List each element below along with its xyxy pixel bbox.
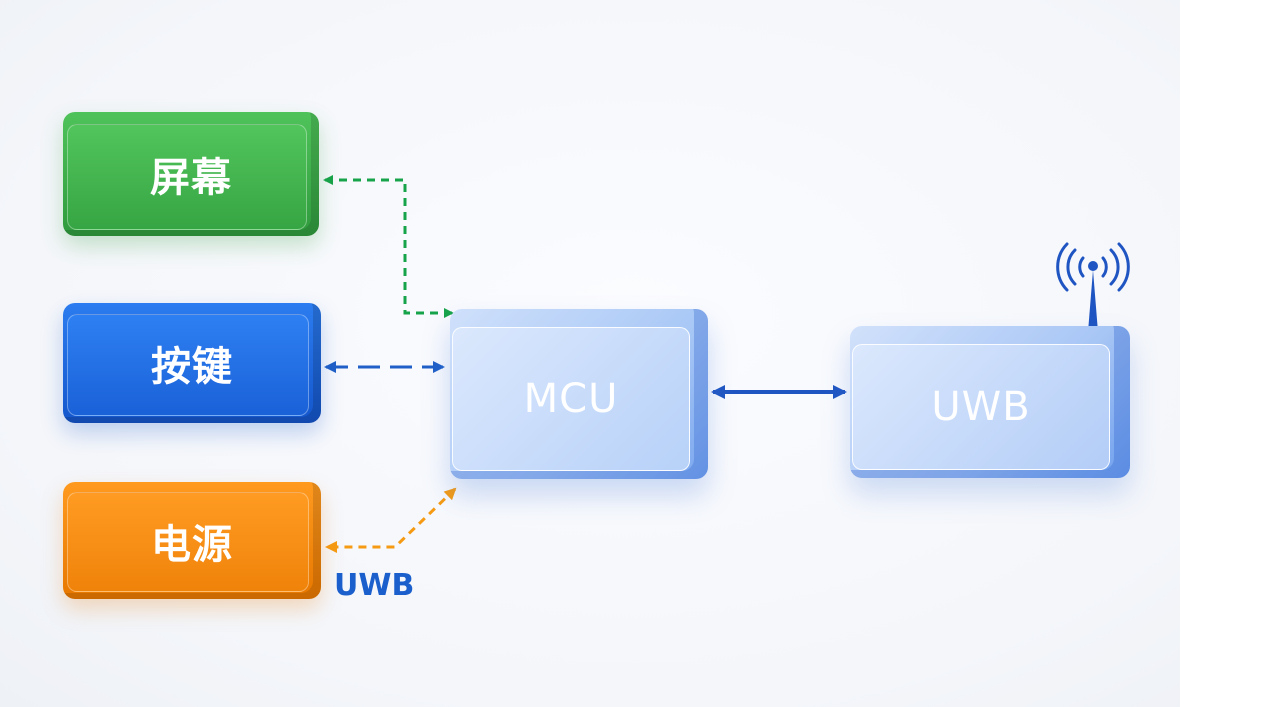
uwb-label: UWB bbox=[931, 384, 1031, 430]
keys-block-face bbox=[67, 314, 309, 416]
uwb-block-face bbox=[852, 344, 1110, 470]
mcu-block: MCU bbox=[450, 309, 708, 479]
power-block: 电源 bbox=[63, 482, 321, 599]
screen-label: 屏幕 bbox=[150, 155, 232, 201]
power-link-label: UWB bbox=[334, 568, 415, 603]
keys-block: 按键 bbox=[63, 303, 321, 423]
antenna-icon bbox=[1056, 242, 1130, 334]
screen-block: 屏幕 bbox=[63, 112, 319, 236]
power-block-face bbox=[67, 492, 309, 592]
screen-block-face bbox=[67, 124, 307, 230]
uwb-block: UWB bbox=[850, 326, 1130, 478]
link-mcu-screen bbox=[323, 175, 454, 318]
keys-label: 按键 bbox=[151, 344, 233, 390]
mcu-block-face bbox=[452, 327, 690, 471]
link-mcu-power bbox=[325, 487, 457, 553]
power-label: 电源 bbox=[151, 521, 233, 568]
mcu-label: MCU bbox=[523, 376, 619, 422]
right-margin bbox=[1180, 0, 1264, 707]
